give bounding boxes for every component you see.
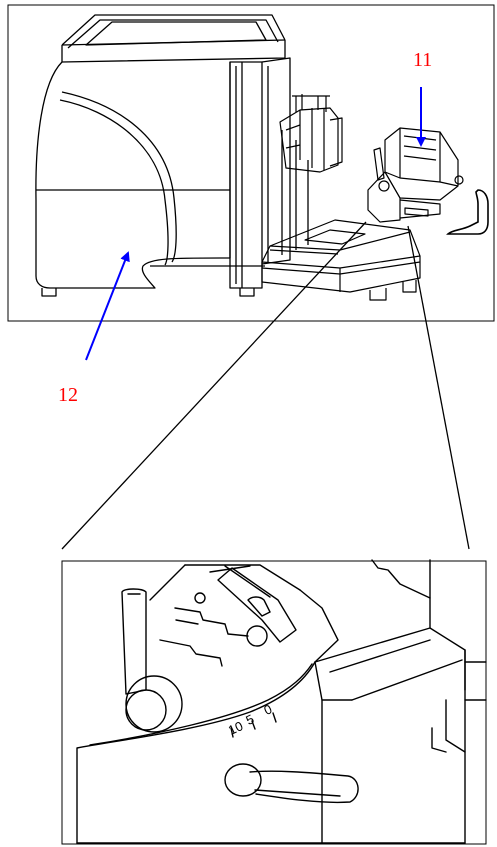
- key-clamp-assembly: [367, 127, 464, 223]
- scale-label-5: 5: [243, 711, 256, 728]
- zoom-leader-right: [407, 225, 470, 550]
- key-shape: [446, 189, 489, 235]
- scale-label-0: 0: [261, 701, 274, 718]
- detail-view-frame: [61, 560, 487, 845]
- center-clamp: [279, 94, 343, 173]
- base-platform: [150, 219, 421, 301]
- callout-12-arrow: [85, 251, 130, 361]
- machine-body: [35, 14, 309, 297]
- zoom-leader-left: [61, 221, 367, 550]
- callout-11-label: 11: [413, 49, 432, 71]
- top-view-frame: [7, 4, 495, 322]
- detail-view: [76, 559, 487, 844]
- scale-label-10: 10: [226, 718, 245, 738]
- callout-12-label: 12: [58, 384, 78, 406]
